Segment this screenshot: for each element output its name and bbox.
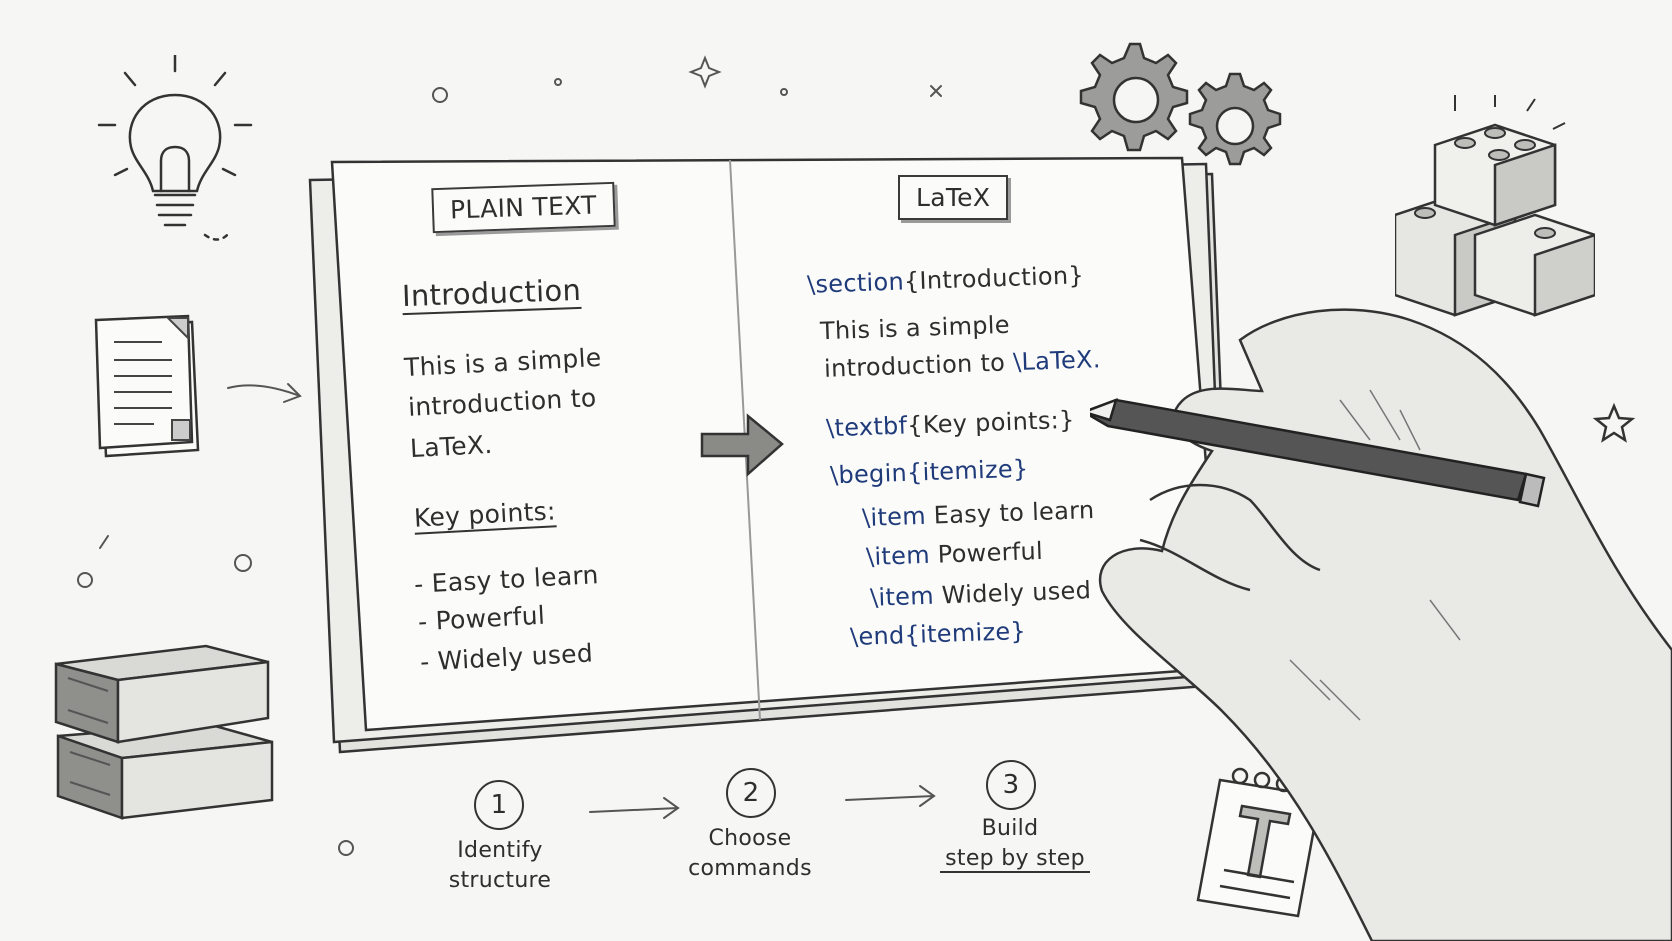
latex-cmd: \item — [870, 582, 935, 612]
latex-cmd: \LaTeX. — [1013, 345, 1102, 376]
step-1-line-1: Identify — [430, 838, 570, 863]
step-number-1: 1 — [474, 780, 524, 830]
latex-text: Powerful — [929, 537, 1043, 569]
step-2-line-1: Choose — [680, 826, 820, 851]
plain-text-header-label: PLAIN TEXT — [450, 190, 598, 224]
step-2-line-2: commands — [680, 856, 820, 881]
step-3-line-1: Build — [940, 816, 1080, 841]
step-number-2: 2 — [726, 768, 776, 818]
latex-cmd: \item — [862, 502, 927, 532]
building-blocks-icon — [1395, 95, 1595, 325]
books-icon — [48, 640, 290, 825]
latex-text: {Key points:} — [907, 406, 1075, 440]
latex-cmd: \textbf — [826, 412, 908, 443]
step-number-3: 3 — [986, 760, 1036, 810]
latex-header: LaTeX — [898, 175, 1008, 220]
latex-text: Easy to learn — [925, 496, 1094, 530]
latex-text: Widely used — [933, 576, 1091, 609]
step-1-line-2: structure — [430, 868, 570, 893]
hand-with-pencil-icon — [1090, 300, 1672, 941]
lightbulb-icon — [95, 55, 255, 255]
plain-text-header: PLAIN TEXT — [431, 182, 615, 233]
plain-heading: Introduction — [401, 273, 581, 315]
plain-paragraph-line-3: LaTeX. — [409, 430, 493, 463]
latex-header-label: LaTeX — [916, 183, 990, 212]
latex-cmd: \item — [866, 541, 931, 571]
latex-text: {itemize} — [904, 617, 1026, 649]
latex-cmd: \end — [850, 621, 905, 651]
document-icon — [92, 312, 210, 462]
step-3-line-2: step by step — [940, 846, 1090, 873]
latex-cmd: \section — [807, 267, 905, 298]
latex-cmd: \begin — [830, 459, 908, 490]
latex-text: {itemize} — [907, 455, 1029, 487]
convert-arrow-icon — [698, 410, 788, 480]
